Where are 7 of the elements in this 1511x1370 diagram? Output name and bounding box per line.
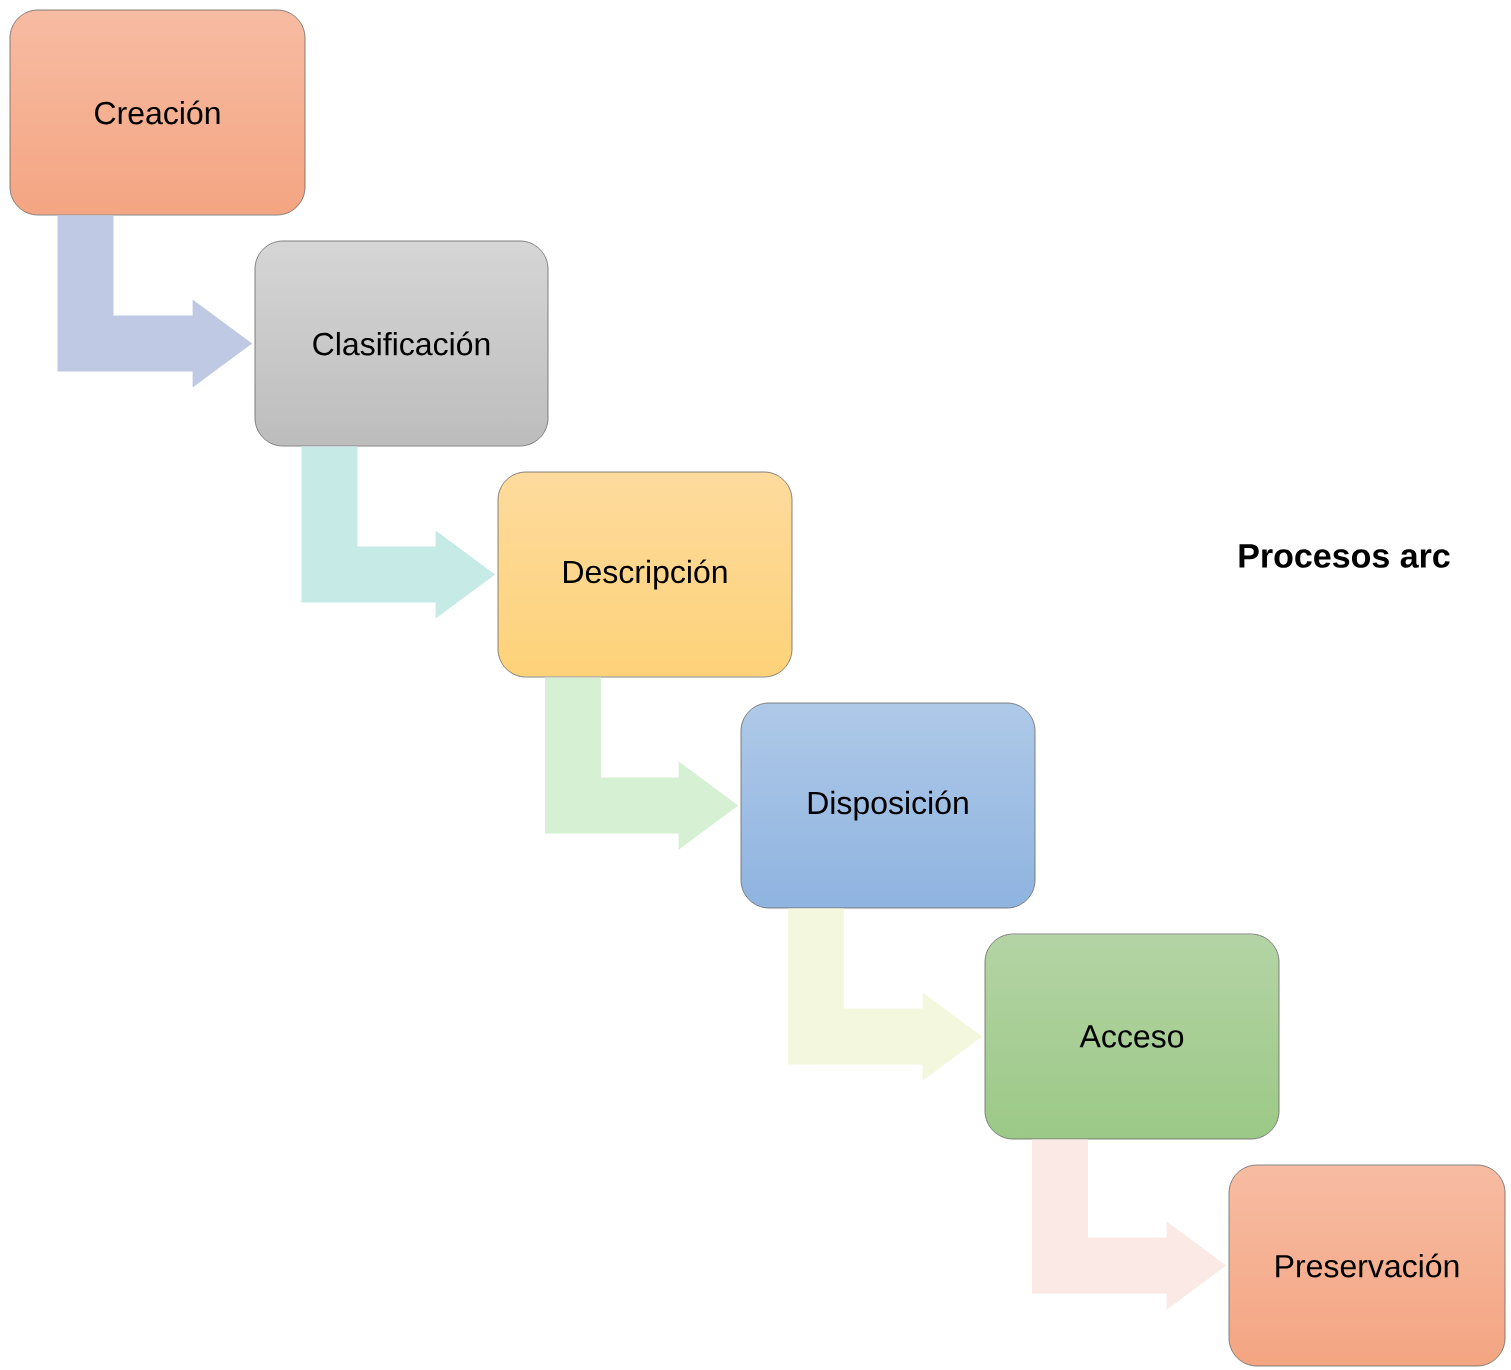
process-box: Descripción bbox=[497, 471, 793, 678]
title: Procesos arc bbox=[1239, 544, 1450, 568]
process-box: Clasificación bbox=[254, 240, 549, 447]
process-box: Disposición bbox=[740, 702, 1036, 909]
process-box: Acceso bbox=[984, 933, 1280, 1140]
process-box: Creación bbox=[9, 9, 306, 216]
process-box: Preservación bbox=[1228, 1164, 1506, 1367]
